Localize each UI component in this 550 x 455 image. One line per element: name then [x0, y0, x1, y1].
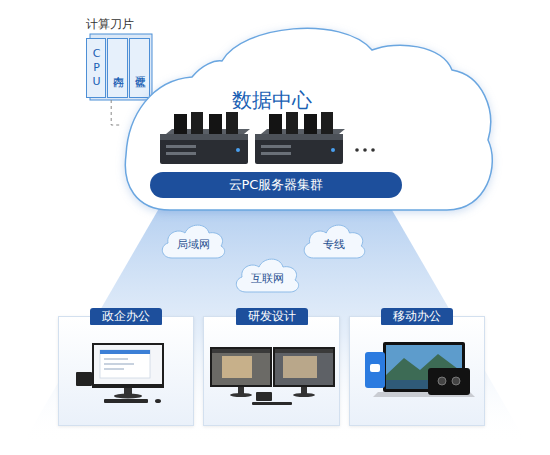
tablet-button — [438, 377, 446, 385]
network-cloud: 专线 — [300, 222, 368, 260]
signal-cone — [22, 198, 528, 445]
monitor-screen — [275, 349, 333, 385]
scenario-tab: 移动办公 — [381, 308, 453, 325]
monitor-stand — [124, 388, 132, 395]
node-label: 专线 — [300, 222, 368, 260]
toolbar — [275, 349, 333, 353]
render-view — [283, 356, 317, 378]
cpu-cell: CPU — [86, 38, 106, 98]
phone-logo — [370, 364, 380, 372]
cluster-band: 云PC服务器集群 — [150, 172, 402, 198]
network-cloud: 局域网 — [158, 222, 228, 260]
monitor-base — [293, 393, 315, 397]
monitor-frame — [92, 343, 164, 388]
scenario-panel: 移动办公 — [349, 316, 485, 426]
app-line — [104, 358, 128, 360]
ellipsis-dot — [355, 148, 359, 152]
screen-lake — [386, 380, 462, 389]
keyboard — [252, 402, 292, 405]
screen-landscape — [386, 354, 462, 389]
monitor-screen — [212, 349, 270, 385]
monitor-stand — [301, 387, 307, 394]
pc-box — [76, 372, 92, 386]
pc-box — [256, 392, 272, 401]
scenario-tab: 研发设计 — [236, 308, 308, 325]
tablet — [428, 368, 470, 395]
app-line — [104, 368, 124, 370]
blade-heading: 计算刀片 — [86, 18, 134, 31]
toolbar — [212, 349, 270, 353]
node-label: 局域网 — [158, 222, 228, 260]
scenario-panel: 研发设计 — [203, 316, 340, 426]
node-label: 云PC服务器集群 — [150, 172, 402, 198]
scenario-panel: 政企办公 — [58, 316, 194, 426]
cloud-shape — [125, 28, 492, 210]
node-label: 数据中心 — [232, 89, 312, 111]
monitor-base — [114, 394, 142, 399]
memory-cell: 内存 — [107, 38, 128, 98]
node-label: CPU — [87, 39, 105, 97]
node-label: 互联网 — [232, 256, 302, 294]
app-window-header — [100, 350, 150, 354]
monitor-frame — [210, 347, 272, 387]
monitor-screen — [94, 345, 162, 384]
render-view — [222, 356, 252, 378]
ellipsis-dot — [371, 148, 375, 152]
app-line — [104, 363, 134, 365]
laptop-base — [373, 392, 475, 397]
node-label: 内存 — [108, 39, 127, 97]
app-window — [100, 350, 150, 378]
tablet-button — [452, 377, 460, 385]
ellipsis-dot — [363, 148, 367, 152]
disk-cell: 硬盘 — [129, 38, 150, 98]
laptop-screen — [386, 345, 462, 389]
phone — [365, 352, 385, 388]
server-unit — [160, 112, 250, 164]
node-label: 硬盘 — [130, 39, 149, 97]
mouse — [155, 399, 161, 403]
dashed-connector — [111, 100, 122, 125]
network-cloud: 互联网 — [232, 256, 302, 294]
monitor-frame — [273, 347, 335, 387]
monitor-base — [230, 393, 252, 397]
keyboard — [104, 399, 148, 403]
datacenter-cloud: 云PC服务器集群 数据中心 — [122, 15, 494, 215]
server-unit — [255, 112, 345, 164]
blade-card: CPU内存硬盘 计算刀片 — [84, 18, 152, 100]
laptop-frame — [383, 342, 465, 392]
scenario-tab: 政企办公 — [90, 308, 162, 325]
monitor-stand — [238, 387, 244, 394]
